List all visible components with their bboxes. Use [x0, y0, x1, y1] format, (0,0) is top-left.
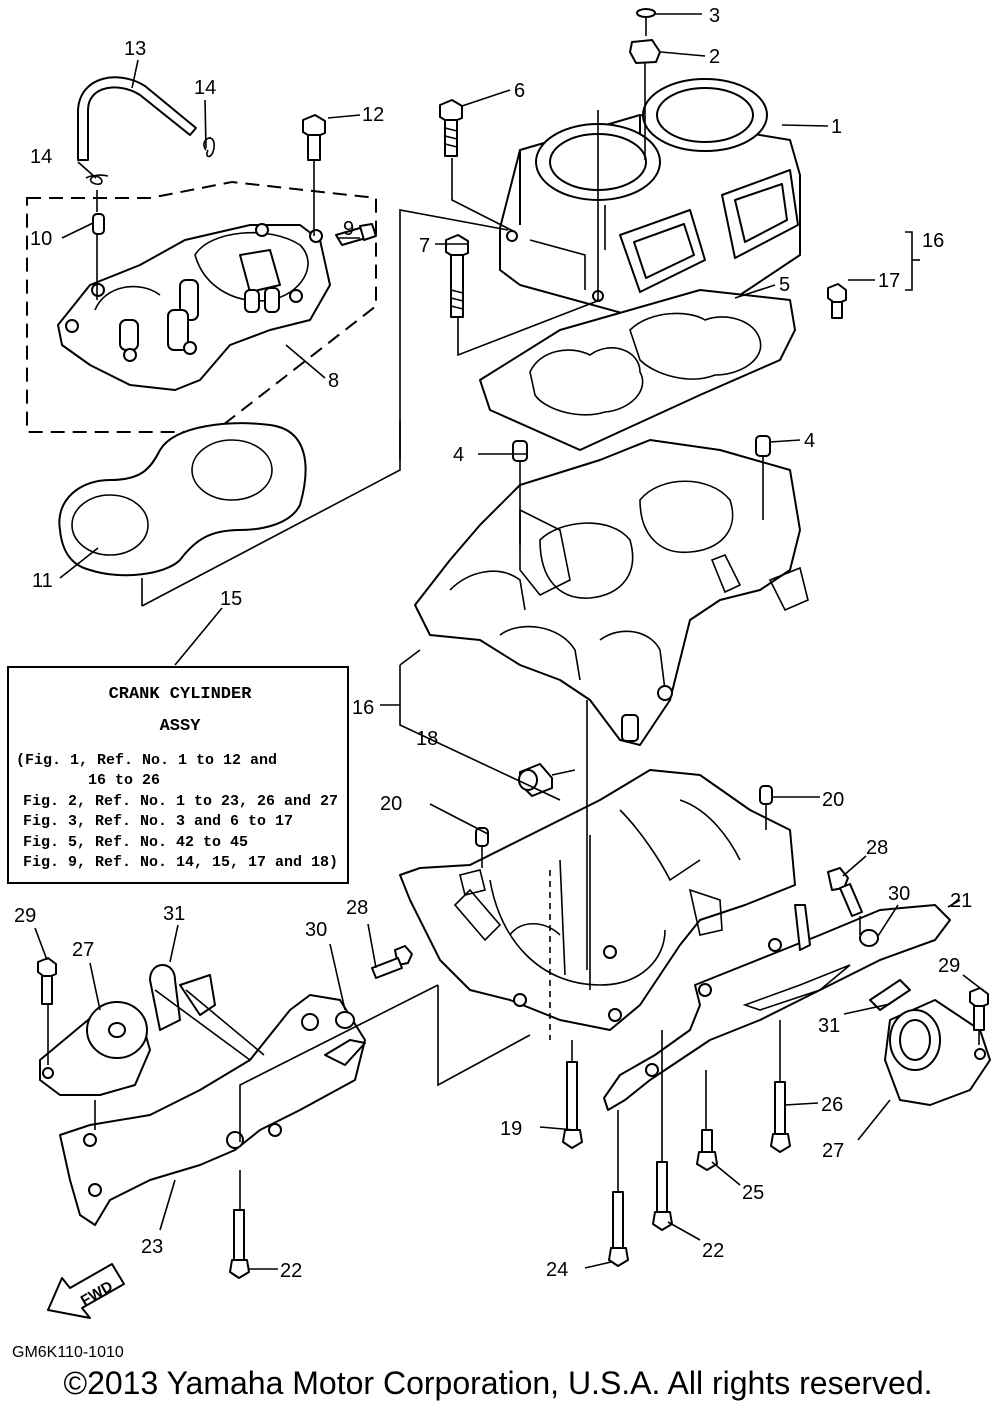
dowel-pin-20-right: [759, 785, 773, 830]
label-part-6: 6: [514, 80, 525, 102]
label-part-15: 15: [220, 588, 242, 610]
cylinder-gasket: [479, 289, 796, 451]
rubber-mount-right: [884, 999, 991, 1106]
shim-part-31-left: [149, 964, 216, 1031]
label-part-27-right: 27: [822, 1140, 844, 1162]
leader-lines: [34, 13, 981, 1270]
dowel-pin-part-10: [92, 213, 105, 235]
assy-box-title-line-1: CRANK CYLINDER: [109, 685, 253, 704]
label-part-5: 5: [779, 274, 790, 296]
bolt-part-28-left: [371, 945, 413, 979]
label-part-12: 12: [362, 104, 384, 126]
label-part-18: 18: [416, 728, 438, 750]
label-part-25: 25: [742, 1182, 764, 1204]
assy-box-line-3: Fig. 2, Ref. No. 1 to 23, 26 and 27: [23, 793, 338, 810]
assy-info-box: CRANK CYLINDER ASSY (Fig. 1, Ref. No. 1 …: [7, 666, 349, 884]
bolt-part-19: [562, 1061, 583, 1149]
label-part-11: 11: [32, 570, 53, 592]
head-gasket: [58, 422, 307, 577]
bolt-part-22-left: [229, 1209, 250, 1279]
label-part-4-left: 4: [453, 444, 464, 466]
assy-box-line-6: Fig. 9, Ref. No. 14, 15, 17 and 18): [23, 854, 338, 871]
label-part-31-right: 31: [818, 1015, 840, 1037]
label-part-28-left: 28: [346, 897, 368, 919]
label-part-14-right: 14: [194, 77, 216, 99]
label-part-13: 13: [124, 38, 146, 60]
crankcase-lower: [399, 769, 796, 1031]
hose-clamp-14-right: [203, 137, 215, 158]
cylinder-block: [499, 78, 801, 319]
label-part-10: 10: [30, 228, 52, 250]
engine-mount-bracket-left: [59, 994, 366, 1226]
label-part-28-right: 28: [866, 837, 888, 859]
crankcase-upper: [414, 439, 809, 746]
label-part-22-right: 22: [702, 1240, 724, 1262]
assy-box-title-line-2: ASSY: [160, 717, 202, 736]
label-part-29-left: 29: [14, 905, 36, 927]
hose-clamp-14-left: [85, 174, 109, 185]
label-part-8: 8: [328, 370, 339, 392]
dowel-pin-4-left: [512, 440, 528, 545]
bolt-part-29-left: [37, 957, 57, 1005]
assy-box-line-5: Fig. 5, Ref. No. 42 to 45: [23, 834, 248, 851]
label-part-27-left: 27: [72, 939, 94, 961]
bolt-part-28-right: [827, 867, 863, 917]
label-part-3: 3: [709, 5, 720, 27]
bolt-part-12: [302, 114, 326, 161]
label-part-22-left: 22: [280, 1260, 302, 1282]
dowel-clip-part-2: [629, 39, 661, 160]
label-part-29-right: 29: [938, 955, 960, 977]
label-part-14-left: 14: [30, 146, 52, 168]
copyright-notice: ©2013 Yamaha Motor Corporation, U.S.A. A…: [63, 1365, 932, 1401]
label-part-1: 1: [831, 116, 842, 138]
bolt-part-29-right: [969, 987, 989, 1031]
plug-part-9: [335, 223, 377, 246]
label-part-16-mid: 16: [352, 697, 374, 719]
label-part-20-right: 20: [822, 789, 844, 811]
label-part-24: 24: [546, 1259, 568, 1281]
screw-part-3: [636, 8, 656, 36]
assy-box-line-4: Fig. 3, Ref. No. 3 and 6 to 17: [23, 813, 293, 830]
forward-direction-arrow: FWD: [47, 1263, 125, 1319]
label-part-16-top: 16: [922, 230, 944, 252]
label-part-21: 21: [950, 890, 972, 912]
label-part-26: 26: [821, 1094, 843, 1116]
bolt-part-24: [608, 1191, 629, 1267]
label-part-20-left: 20: [380, 793, 402, 815]
shim-part-31-right: [869, 979, 911, 1011]
label-part-2: 2: [709, 46, 720, 68]
bolt-part-7: [445, 234, 469, 318]
assy-box-line-1: (Fig. 1, Ref. No. 1 to 12 and: [16, 752, 277, 769]
bolt-part-22-right: [652, 1161, 673, 1231]
label-part-4-right: 4: [804, 430, 815, 452]
label-part-31-left: 31: [163, 903, 185, 925]
cylinder-head-dashed-boundary: [26, 180, 377, 433]
label-part-30-left: 30: [305, 919, 327, 941]
label-part-17: 17: [878, 270, 900, 292]
label-part-9: 9: [343, 218, 354, 240]
bolt-part-17: [827, 283, 847, 319]
label-part-30-right: 30: [888, 883, 910, 905]
label-part-23: 23: [141, 1236, 163, 1258]
label-part-7: 7: [419, 235, 430, 257]
label-part-19: 19: [500, 1118, 522, 1140]
assy-box-line-2: 16 to 26: [88, 772, 160, 789]
bolt-part-6: [439, 99, 463, 157]
cylinder-head: [57, 223, 331, 391]
rubber-mount-left: [39, 1001, 151, 1096]
bolt-part-26: [770, 1081, 791, 1153]
figure-code: GM6K110-1010: [12, 1344, 124, 1361]
hose-part-13: [77, 76, 197, 161]
part-number-labels: 1 2 3 4 4 5 6 7 8 9 10 11 12 13 14 14 15…: [14, 5, 972, 1282]
washer-part-30-left: [335, 1011, 355, 1029]
bushing-part-18: [518, 763, 553, 797]
washer-part-30-right: [859, 929, 879, 947]
bolt-part-25: [696, 1129, 718, 1171]
dowel-pin-4-right: [755, 435, 771, 520]
